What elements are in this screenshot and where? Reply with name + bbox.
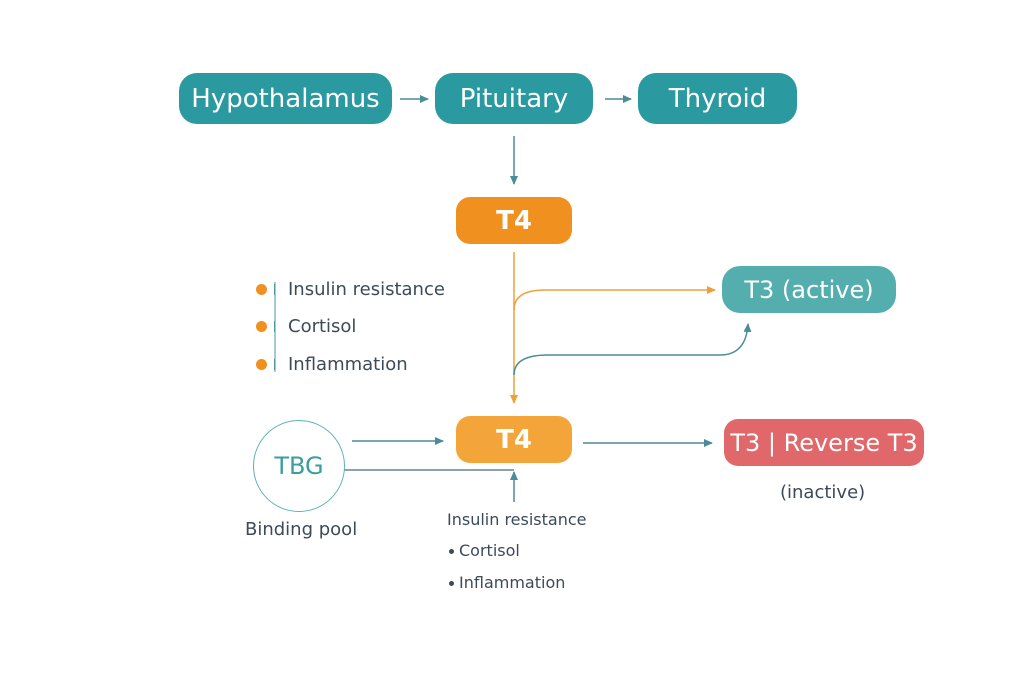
pituitary-node: Pituitary: [435, 73, 593, 124]
thyroid-node: Thyroid: [638, 73, 797, 124]
arrow-t4-t3-active-orange: [513, 286, 716, 311]
left-factor-insulin-resistance: Insulin resistance: [288, 279, 445, 300]
left-factor-cortisol: Cortisol: [288, 316, 357, 337]
t4-bottom-node: T4: [456, 416, 572, 463]
t3-reverse-node: T3 | Reverse T3: [724, 419, 924, 466]
bottom-factor-cortisol: Cortisol: [459, 541, 520, 560]
factor-dot: [256, 284, 267, 295]
arrow-t4-t3-active-teal: [513, 323, 752, 376]
bottom-factor-insulin-resistance: Insulin resistance: [447, 510, 587, 529]
factor-bullet: [449, 581, 454, 586]
factor-dot: [256, 359, 267, 370]
factor-dot: [256, 321, 267, 332]
inactive-label: (inactive): [780, 482, 866, 503]
factor-tick: [274, 359, 275, 370]
binding-pool-label: Binding pool: [245, 519, 358, 540]
factor-tick: [274, 321, 275, 332]
hypothalamus-node: Hypothalamus: [179, 73, 392, 124]
tbg-node: TBG: [253, 420, 345, 512]
factor-tick: [274, 284, 275, 295]
t3-active-node: T3 (active): [722, 266, 896, 313]
left-factor-inflammation: Inflammation: [288, 354, 408, 375]
t4-top-node: T4: [456, 197, 572, 244]
factor-bullet: [449, 549, 454, 554]
bottom-factor-inflammation: Inflammation: [459, 573, 566, 592]
